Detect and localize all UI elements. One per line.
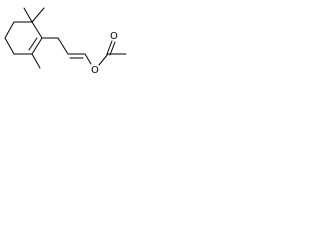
methyl-bond-c: [31, 53, 41, 69]
ring-bond-c1-c2: [31, 21, 43, 39]
ring-double-bond-inner: [28, 37, 38, 51]
structure-canvas: O O: [0, 0, 136, 97]
ring-bond-c3-c4: [4, 21, 15, 39]
chain-bond-to-oxygen: [84, 53, 92, 65]
carbonyl-double-bond-b: [109, 41, 116, 56]
carbonyl-double-bond-a: [106, 40, 113, 55]
carbonyl-oxygen-label: O: [110, 31, 118, 42]
ester-bond-o-c: [98, 53, 109, 66]
methyl-bond-a: [23, 7, 33, 23]
chemical-structure-diagram: O O: [4, 7, 127, 76]
ether-oxygen-label: O: [91, 65, 99, 76]
chain-bond-2: [57, 37, 69, 55]
ring-bond-c4-c5: [4, 37, 15, 55]
methyl-bond-b: [31, 7, 45, 23]
ring-bond-c6-c1: [31, 37, 43, 55]
